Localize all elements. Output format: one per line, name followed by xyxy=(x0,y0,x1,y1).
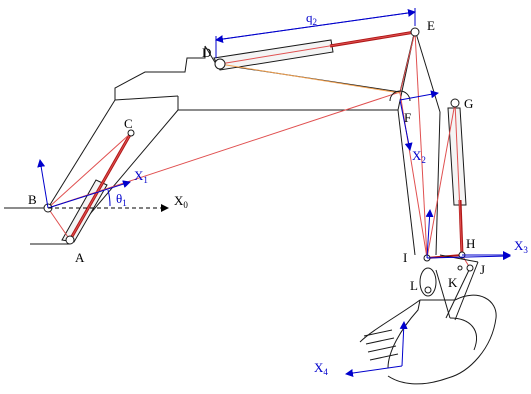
joint-pins xyxy=(43,27,474,272)
label-G: G xyxy=(464,96,473,111)
label-F: F xyxy=(404,110,411,125)
boom-link-lines xyxy=(47,91,401,241)
label-x2: X2 xyxy=(412,148,426,165)
label-C: C xyxy=(124,116,133,131)
label-A: A xyxy=(75,250,85,265)
bucket-pin-L xyxy=(419,267,437,297)
label-E: E xyxy=(427,18,435,33)
label-x0: X0 xyxy=(174,193,188,210)
q2-dimension xyxy=(215,8,416,58)
frame-F xyxy=(399,90,439,151)
label-I: I xyxy=(403,250,407,265)
boom-cylinder xyxy=(61,132,133,243)
joint-G xyxy=(450,98,460,108)
label-B: B xyxy=(28,192,37,207)
joint-E xyxy=(410,27,420,37)
joint-C xyxy=(127,129,135,137)
base-ground-lines xyxy=(4,207,70,245)
joint-J xyxy=(466,264,474,272)
label-x4: X4 xyxy=(314,360,328,377)
joint-F xyxy=(389,90,411,102)
label-H: H xyxy=(466,236,475,251)
label-x1: X1 xyxy=(134,168,148,185)
label-theta1: θ1 xyxy=(116,191,127,208)
label-x3: X3 xyxy=(514,238,528,255)
frame-bucket-tip xyxy=(345,321,408,377)
joint-K xyxy=(457,265,463,271)
label-J: J xyxy=(480,262,485,277)
bucket-cylinder xyxy=(426,102,471,269)
joint-A xyxy=(65,235,75,245)
frame-I xyxy=(425,209,511,261)
arm-cylinder xyxy=(213,30,428,259)
label-q2: q2 xyxy=(306,10,317,27)
label-K: K xyxy=(448,275,458,290)
frame-B xyxy=(37,159,131,209)
label-L: L xyxy=(410,278,418,293)
label-D: D xyxy=(202,45,211,60)
bucket xyxy=(359,254,497,385)
joint-D xyxy=(214,58,226,70)
